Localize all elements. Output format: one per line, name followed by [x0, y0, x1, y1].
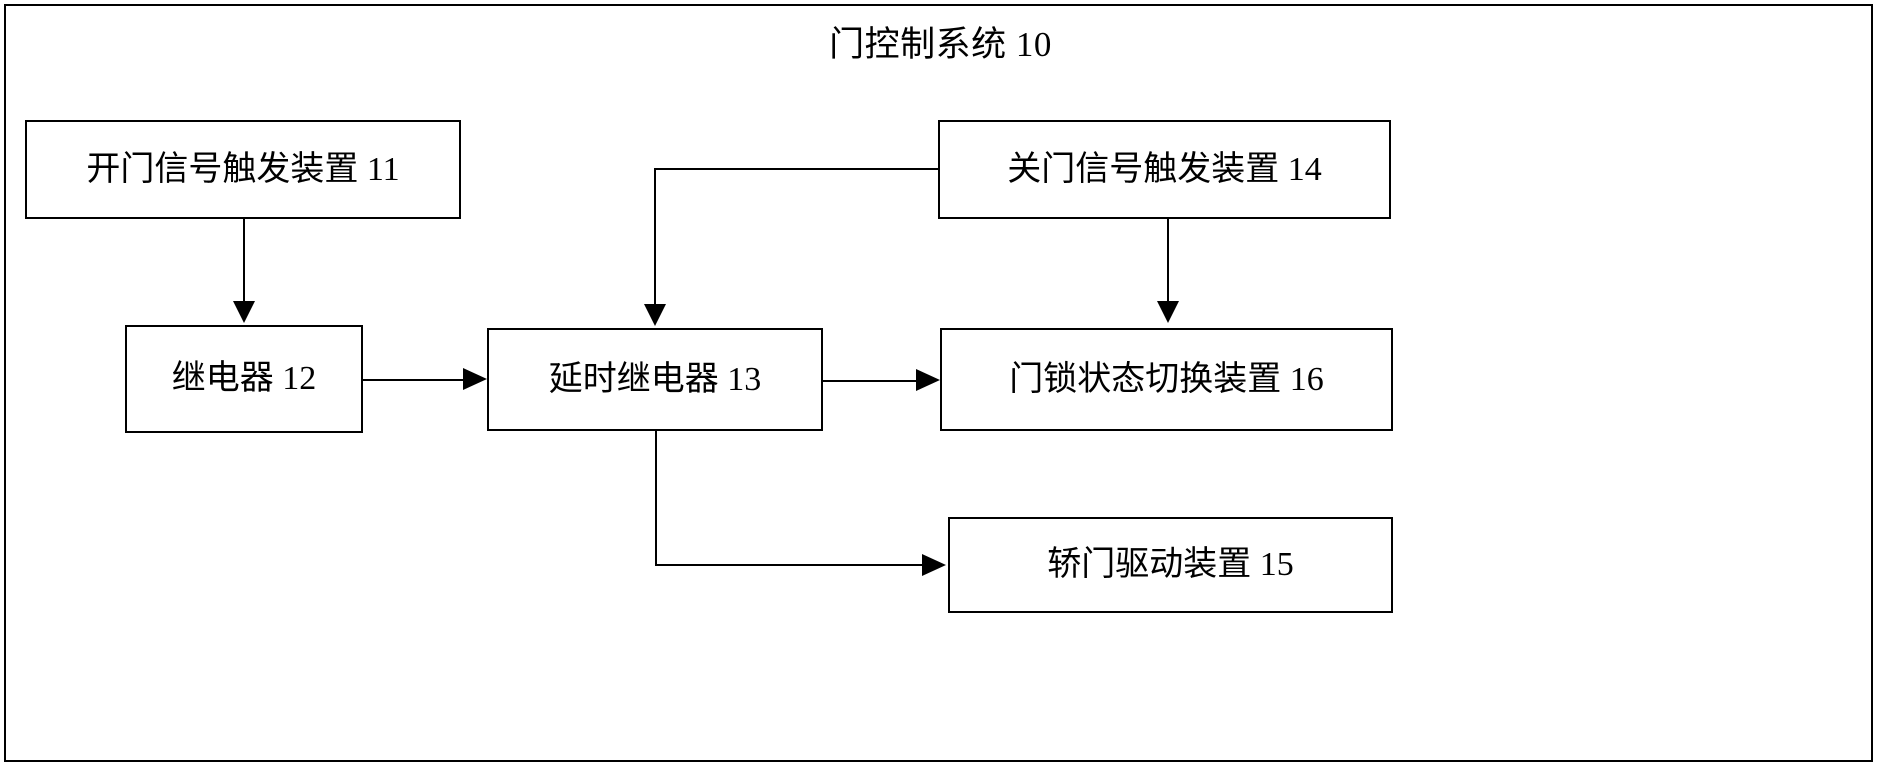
block-label-15: 轿门驱动装置 15 — [1047, 546, 1294, 583]
connector-14-to-16-vertical — [1167, 219, 1169, 303]
block-door-lock-state-switching-device[interactable]: 门锁状态切换装置 16 — [940, 328, 1393, 431]
block-label-14: 关门信号触发装置 14 — [1007, 150, 1322, 188]
block-delay-relay[interactable]: 延时继电器 13 — [487, 328, 823, 431]
block-label-11: 开门信号触发装置 11 — [86, 150, 400, 188]
figure-title: 门控制系统 10 — [829, 25, 1052, 64]
connector-12-to-13-horizontal — [363, 379, 467, 381]
connector-13-to-16-arrowhead — [916, 369, 940, 391]
connector-11-to-12-arrowhead — [233, 301, 255, 323]
connector-12-to-13-arrowhead — [463, 368, 487, 390]
connector-14-to-13-vertical — [654, 168, 656, 306]
connector-13-to-15-arrowhead — [922, 554, 946, 576]
block-relay[interactable]: 继电器 12 — [125, 325, 363, 433]
block-car-door-drive-device[interactable]: 轿门驱动装置 15 — [948, 517, 1393, 613]
connector-14-to-13-horizontal — [654, 168, 940, 170]
connector-14-to-13-arrowhead — [644, 304, 666, 326]
connector-14-to-16-arrowhead — [1157, 301, 1179, 323]
figure-border — [4, 4, 1873, 762]
block-open-door-signal-trigger-device[interactable]: 开门信号触发装置 11 — [25, 120, 461, 219]
block-close-door-signal-trigger-device[interactable]: 关门信号触发装置 14 — [938, 120, 1391, 219]
block-label-12: 继电器 12 — [171, 360, 317, 397]
connector-13-to-15-horizontal — [655, 564, 925, 566]
block-label-16: 门锁状态切换装置 16 — [1009, 360, 1324, 398]
connector-11-to-12-vertical — [243, 219, 245, 303]
connector-13-to-15-vertical — [655, 431, 657, 566]
connector-13-to-16-horizontal — [823, 380, 920, 382]
block-label-13: 延时继电器 13 — [548, 360, 762, 398]
